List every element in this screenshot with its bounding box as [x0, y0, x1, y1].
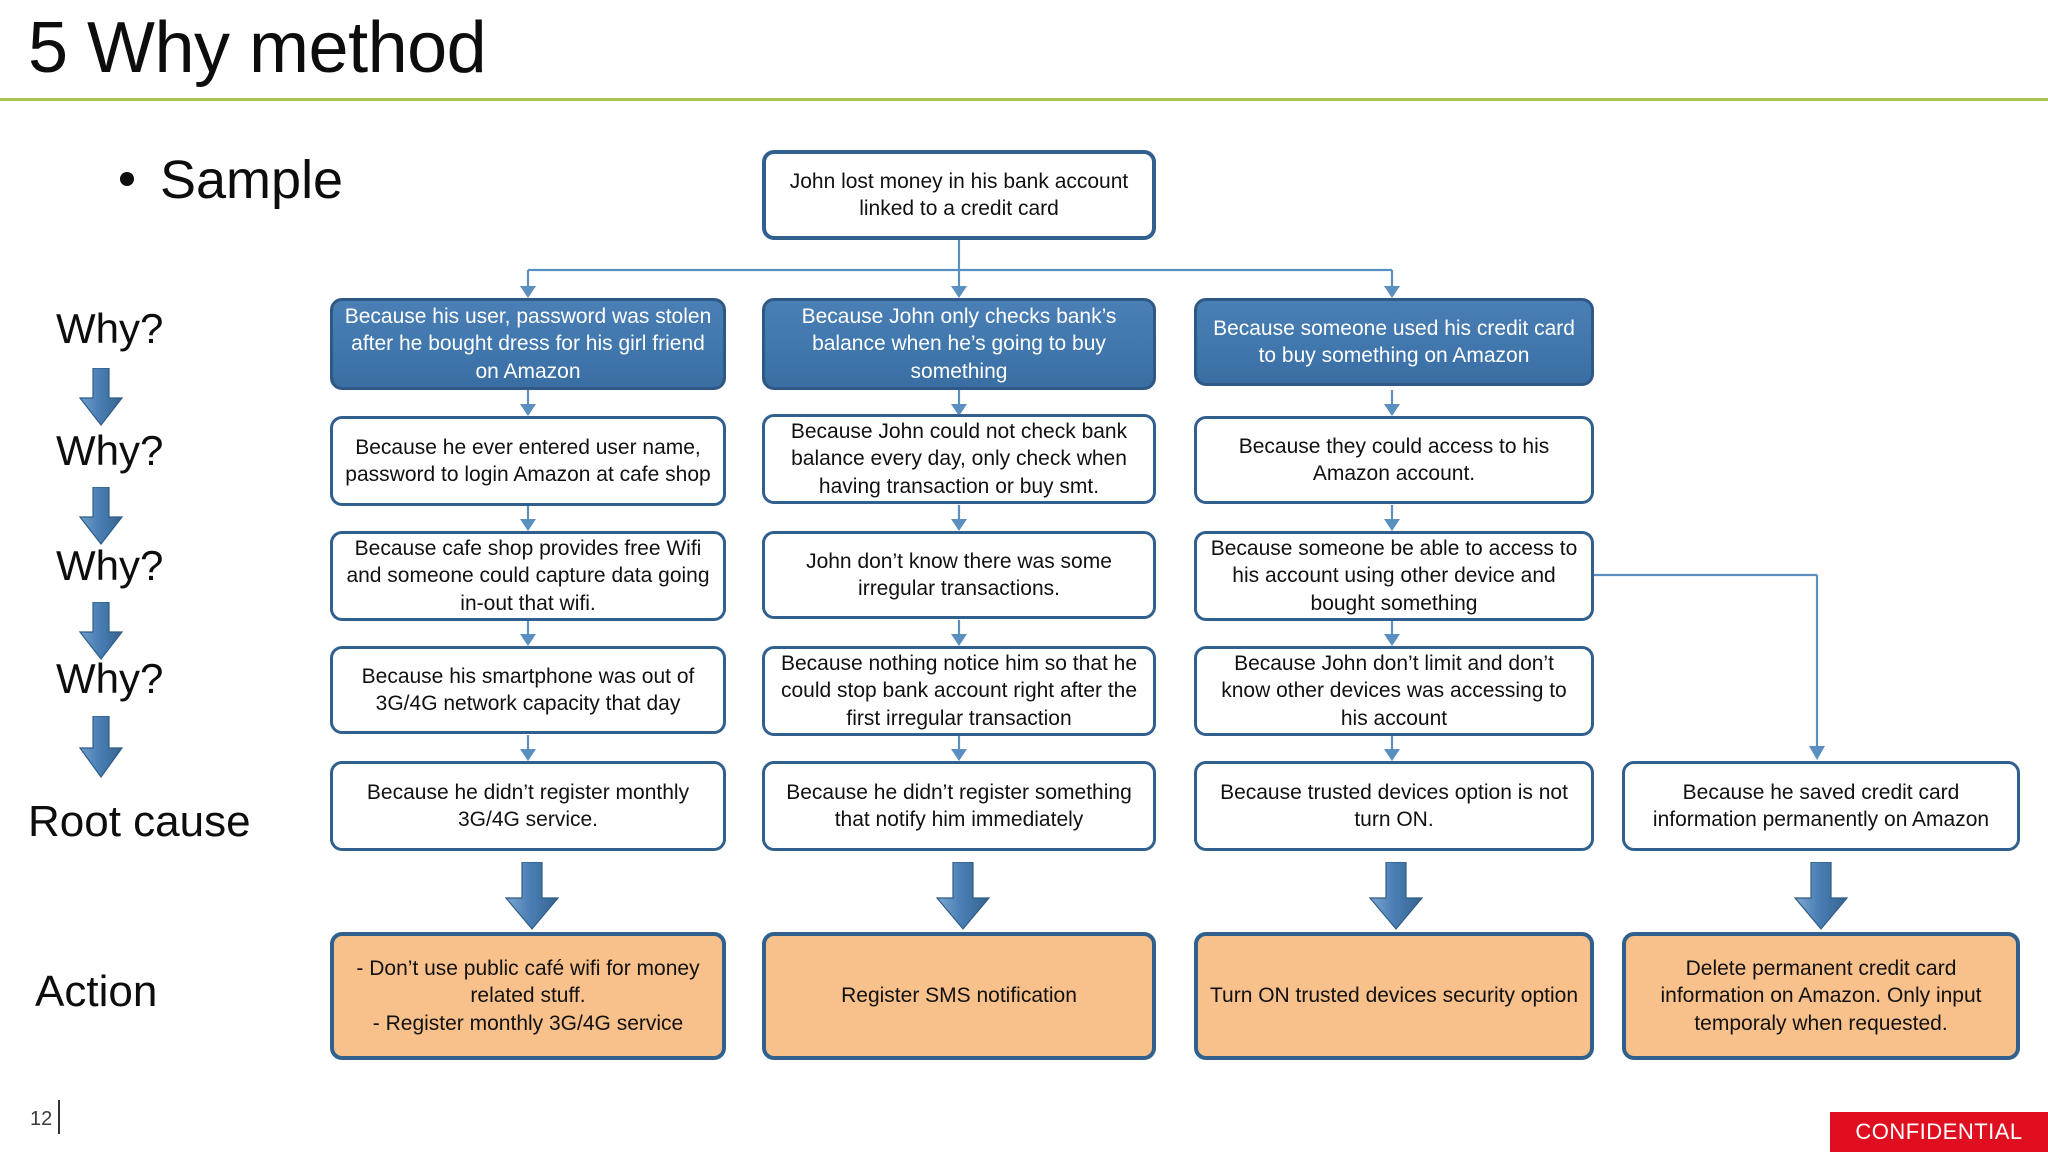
node-col3-why1[interactable]: Because someone used his credit card to …: [1194, 298, 1594, 386]
node-col3-why4[interactable]: Because John don’t limit and don’t know …: [1194, 646, 1594, 736]
node-col2-why2[interactable]: Because John could not check bank balanc…: [762, 414, 1156, 504]
node-col3-why2[interactable]: Because they could access to his Amazon …: [1194, 416, 1594, 504]
node-col1-why1-text: Because his user, password was stolen af…: [344, 305, 712, 383]
node-col3-why2-text: Because they could access to his Amazon …: [1238, 434, 1550, 485]
rail-label-root-cause: Root cause: [28, 797, 251, 846]
action-down-arrow-2: [935, 862, 991, 930]
node-col4-action-text: Delete permanent credit card information…: [1660, 957, 1982, 1035]
node-col2-why4-text: Because nothing notice him so that he co…: [780, 652, 1138, 730]
node-col1-action-text: - Don’t use public café wifi for money r…: [356, 957, 700, 1035]
node-col2-action-text: Register SMS notification: [841, 984, 1077, 1008]
node-col2-why1[interactable]: Because John only checks bank’s balance …: [762, 298, 1156, 390]
node-col1-why2[interactable]: Because he ever entered user name, passw…: [330, 416, 726, 506]
node-col1-why1[interactable]: Because his user, password was stolen af…: [330, 298, 726, 390]
node-col2-action[interactable]: Register SMS notification: [762, 932, 1156, 1060]
node-col1-why3-text: Because cafe shop provides free Wifi and…: [346, 537, 710, 615]
node-col2-why3-text: John don’t know there was some irregular…: [806, 549, 1112, 600]
title-divider: [0, 98, 2048, 101]
node-col4-root-cause-text: Because he saved credit card information…: [1652, 780, 1990, 831]
node-col2-why2-text: Because John could not check bank balanc…: [790, 420, 1128, 498]
rail-label-action: Action: [35, 967, 158, 1016]
node-col1-why2-text: Because he ever entered user name, passw…: [345, 435, 711, 486]
node-col2-why3[interactable]: John don’t know there was some irregular…: [762, 531, 1156, 619]
action-down-arrow-4: [1793, 862, 1849, 930]
node-col1-root-cause[interactable]: Because he didn’t register monthly 3G/4G…: [330, 761, 726, 851]
node-col3-action[interactable]: Turn ON trusted devices security option: [1194, 932, 1594, 1060]
node-col2-why4[interactable]: Because nothing notice him so that he co…: [762, 646, 1156, 736]
node-col1-why4[interactable]: Because his smartphone was out of 3G/4G …: [330, 646, 726, 734]
rail-label-why-1: Why?: [56, 305, 164, 352]
node-col3-root-cause[interactable]: Because trusted devices option is not tu…: [1194, 761, 1594, 851]
node-col2-why1-text: Because John only checks bank’s balance …: [801, 305, 1117, 383]
node-col3-action-text: Turn ON trusted devices security option: [1209, 984, 1579, 1008]
page-number-caret: [58, 1100, 60, 1134]
page-number: 12: [30, 1108, 53, 1130]
node-col4-action[interactable]: Delete permanent credit card information…: [1622, 932, 2020, 1060]
node-col3-why3-text: Because someone be able to access to his…: [1210, 537, 1578, 615]
bullet-label: Sample: [160, 150, 344, 210]
node-root[interactable]: John lost money in his bank account link…: [762, 150, 1156, 240]
node-col3-why1-text: Because someone used his credit card to …: [1213, 316, 1575, 367]
rail-label-why-2: Why?: [56, 427, 164, 474]
node-col1-why4-text: Because his smartphone was out of 3G/4G …: [361, 664, 695, 715]
action-down-arrow-1: [504, 862, 560, 930]
node-col2-root-cause-text: Because he didn’t register something tha…: [786, 780, 1132, 831]
node-col1-root-cause-text: Because he didn’t register monthly 3G/4G…: [366, 780, 690, 831]
rail-label-why-3: Why?: [56, 542, 164, 589]
confidential-badge: CONFIDENTIAL: [1830, 1112, 2048, 1152]
rail-down-arrow-2: [78, 487, 124, 545]
node-col4-root-cause[interactable]: Because he saved credit card information…: [1622, 761, 2020, 851]
node-col3-why3[interactable]: Because someone be able to access to his…: [1194, 531, 1594, 621]
node-col1-action[interactable]: - Don’t use public café wifi for money r…: [330, 932, 726, 1060]
node-col3-why4-text: Because John don’t limit and don’t know …: [1221, 652, 1567, 730]
rail-down-arrow-4: [78, 716, 124, 778]
node-col3-root-cause-text: Because trusted devices option is not tu…: [1220, 780, 1568, 831]
rail-down-arrow-3: [78, 602, 124, 660]
title-block: 5 Why method: [28, 2, 2018, 98]
rail-down-arrow-1: [78, 368, 124, 426]
bullet-row: Sample: [120, 150, 343, 210]
page-title: 5 Why method: [28, 8, 487, 88]
action-down-arrow-3: [1368, 862, 1424, 930]
rail-label-why-4: Why?: [56, 655, 164, 702]
bullet-dot-icon: [120, 172, 134, 186]
node-col1-why3[interactable]: Because cafe shop provides free Wifi and…: [330, 531, 726, 621]
node-root-text: John lost money in his bank account link…: [789, 169, 1129, 220]
node-col2-root-cause[interactable]: Because he didn’t register something tha…: [762, 761, 1156, 851]
